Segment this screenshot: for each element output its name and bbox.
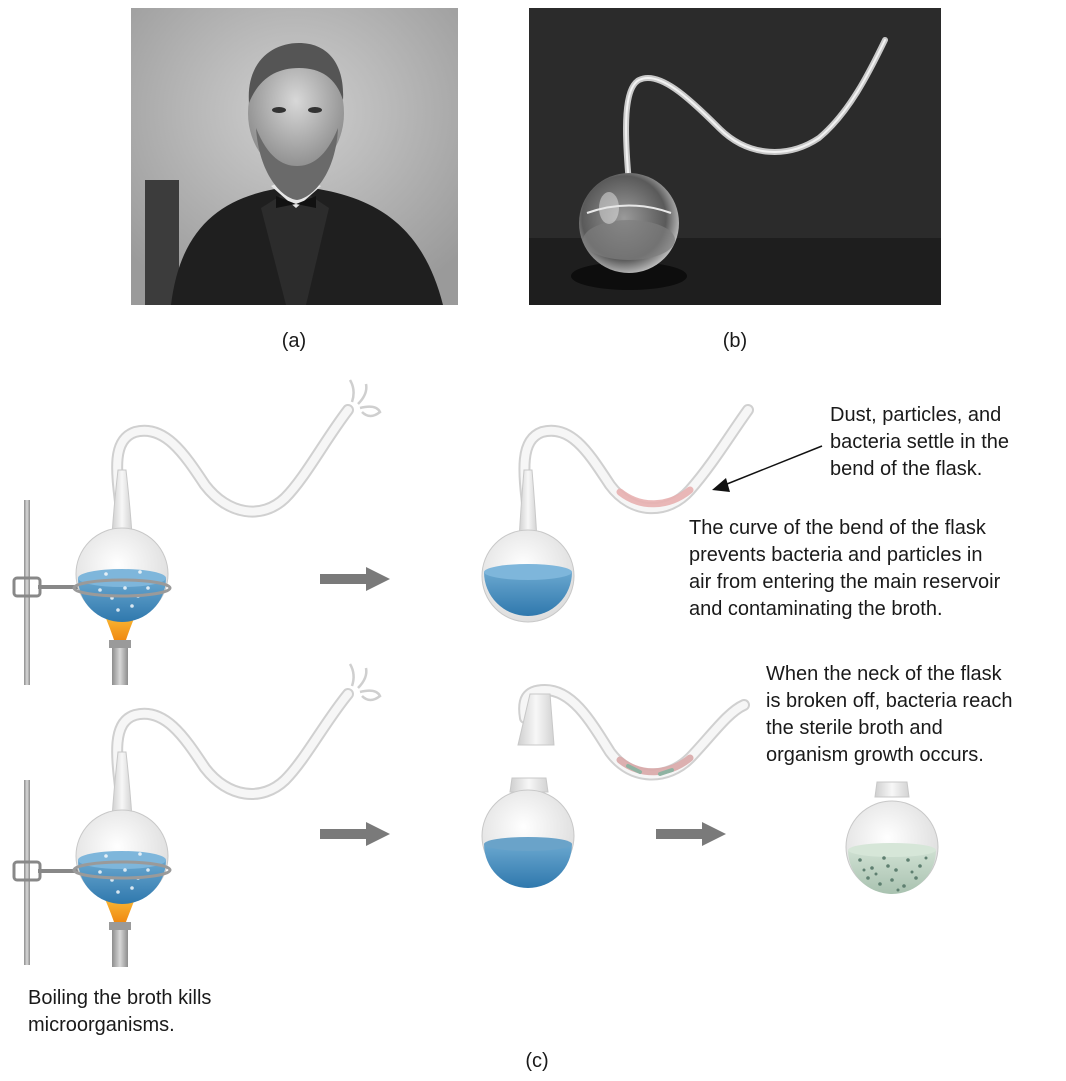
boiling-flask-bottom: [14, 664, 380, 967]
boiling-flask-top: [14, 380, 380, 685]
panel-label-c: (c): [507, 1050, 567, 1073]
note-neck: When the neck of the flask is broken off…: [766, 661, 1012, 769]
stand-rod: [24, 780, 30, 965]
arrow-row2-second: [656, 822, 726, 846]
arrow-row2-first: [320, 822, 390, 846]
arrow-row1: [320, 567, 390, 591]
contaminated-flask: [846, 782, 938, 894]
broken-neck-flask: [482, 690, 744, 888]
note-dust: Dust, particles, and bacteria settle in …: [830, 402, 1009, 483]
stand-rod: [24, 500, 30, 685]
pointer-arrow: [712, 446, 822, 492]
note-boil: Boiling the broth kills microorganisms.: [28, 985, 211, 1039]
note-curve: The curve of the bend of the flask preve…: [689, 515, 1000, 623]
